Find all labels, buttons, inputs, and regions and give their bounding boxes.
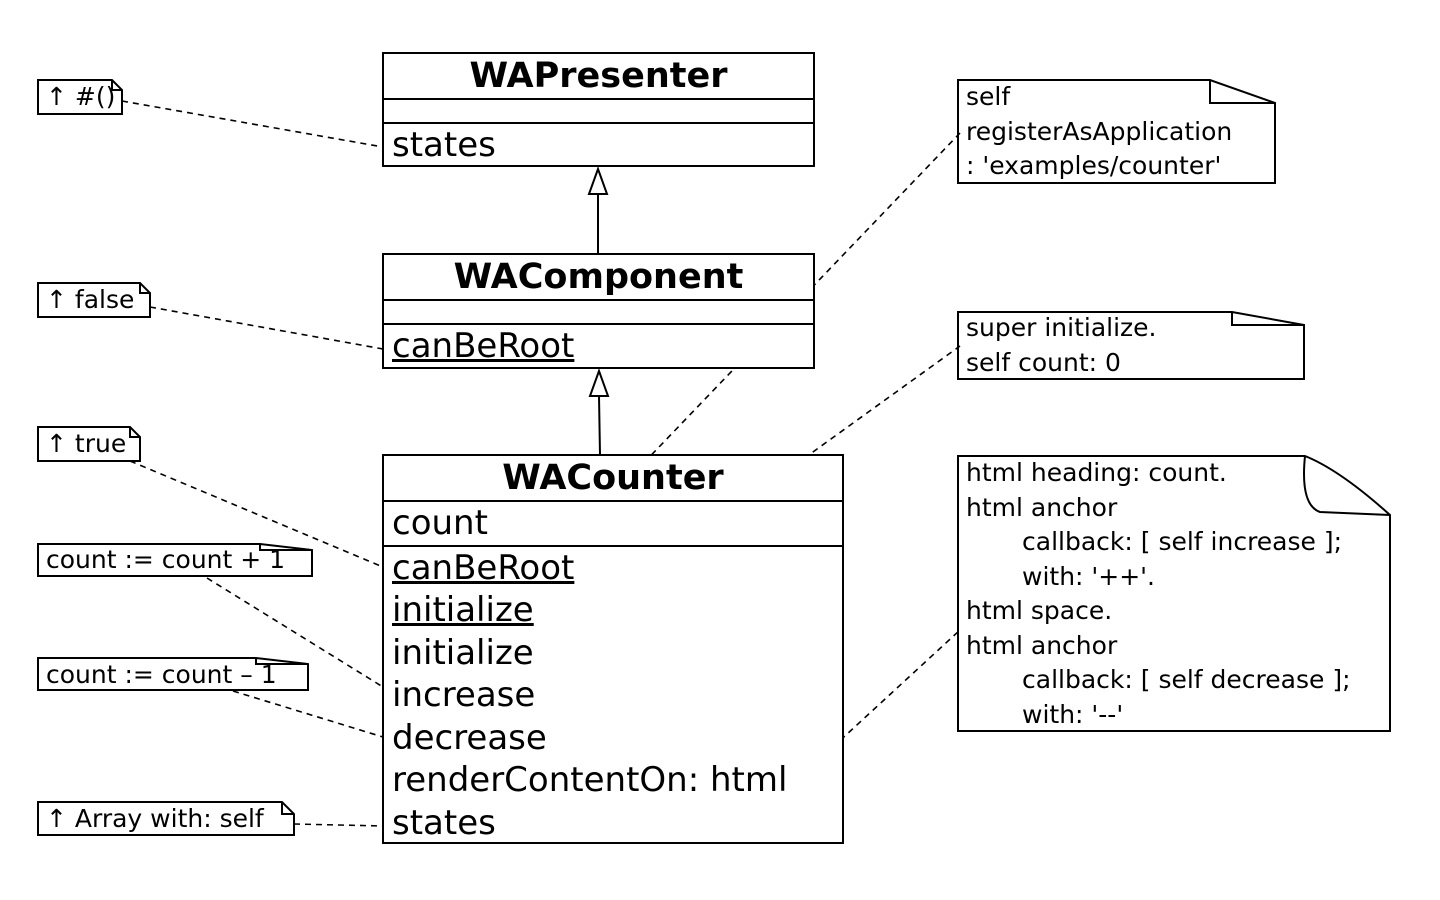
note-outline-states [37,801,295,836]
note-line: registerAsApplication [966,116,1233,146]
note-render: html heading: count. html anchor callbac… [958,456,1359,732]
method-rendercontenton: renderContentOn: html [392,760,788,800]
attributes-section [384,100,813,124]
class-wacomponent: WAComponent canBeRoot [382,253,815,369]
link-component-canberoot [149,306,384,350]
note-line: callback: [ self decrease ]; [1022,665,1351,694]
note-outline-increase [37,543,313,577]
note-line: html space. [966,596,1113,625]
method-canberoot: canBeRoot [392,547,575,588]
link-presenter-states [121,100,384,148]
method-increase: increase [392,675,536,715]
note-line: self [966,82,1011,111]
methods-section: canBeRoot initialize initialize increase… [384,547,842,845]
note-initialize: super initialize. self count: 0 [958,311,1165,380]
note-line: super initialize. [966,313,1157,342]
note-outline-initialize [957,311,1305,380]
attributes-section [384,301,813,325]
note-line: html heading: count. [966,458,1227,487]
note-outline-render [957,455,1391,732]
note-outline-decrease [37,657,309,691]
link-states [293,823,384,827]
method-decrease: decrease [392,717,547,758]
generalization-arrow-2 [588,368,610,397]
note-line: with: '--' [1022,699,1124,729]
attribute-count: count [392,503,488,543]
methods-section: states [384,124,813,167]
link-increase [206,577,384,688]
generalization-line-2 [598,395,601,456]
generalization-arrow-1 [587,166,609,195]
class-wapresenter: WAPresenter states [382,52,815,167]
method-initialize-class: initialize [392,590,534,630]
class-name: WAComponent [384,255,813,301]
method-states: states [392,125,496,165]
note-outline-presenter [37,79,123,115]
note-presenter-states: ↑ #() [46,82,116,111]
note-states: ↑ Array with: self [46,804,264,833]
note-line: : 'examples/counter' [966,151,1222,180]
link-decrease [232,690,384,738]
attributes-section: count [384,502,842,547]
note-decrease: count := count – 1 [46,660,277,689]
method-initialize: initialize [392,632,534,673]
class-name: WACounter [384,456,842,502]
methods-section: canBeRoot [384,325,813,368]
note-component-canberoot: ↑ false [46,285,135,314]
note-line: with: '++'. [1022,561,1155,591]
note-outline-true [37,426,141,462]
class-wacounter: WACounter count canBeRoot initialize ini… [382,454,844,844]
link-counter-canberoot [129,460,384,568]
note-outline-register [957,79,1276,184]
note-line: callback: [ self increase ]; [1022,527,1343,556]
note-line: html anchor [966,630,1118,660]
note-register: self registerAsApplication : 'examples/c… [958,80,1240,184]
note-line: html anchor [966,492,1118,522]
class-name: WAPresenter [384,54,813,100]
method-canberoot: canBeRoot [392,326,575,366]
method-states: states [392,802,496,843]
note-increase: count := count + 1 [46,545,286,574]
note-outline-false [37,282,151,318]
note-line: self count: 0 [966,347,1121,377]
note-counter-canberoot: ↑ true [46,429,127,458]
